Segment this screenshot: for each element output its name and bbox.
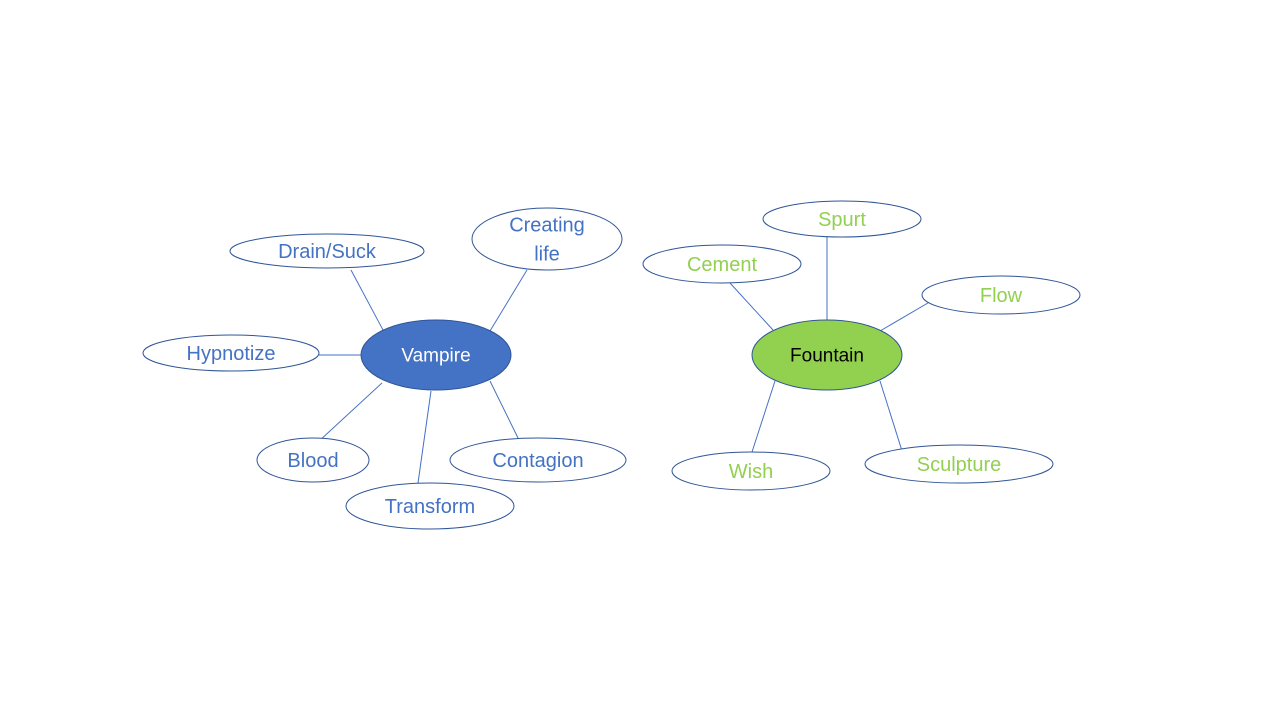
fountain-node-sculpture: Sculpture (864, 444, 1054, 484)
vampire-connector-blood (317, 382, 383, 443)
fountain-node-cement: Cement (642, 244, 802, 284)
node-label: Spurt (818, 209, 866, 231)
vampire-node-ellipse (449, 437, 627, 483)
node-label: Cement (687, 254, 757, 276)
fountain-node-wish: Wish (671, 451, 831, 491)
fountain-connector-flow (879, 299, 934, 332)
vampire-center-node: Vampire (360, 319, 512, 391)
fountain-connector-cement (729, 282, 774, 331)
vampire-node-hypnotize: Hypnotize (142, 334, 320, 372)
node-label: Blood (287, 450, 338, 472)
node-label: Drain/Suck (278, 241, 377, 263)
fountain-node-ellipse (864, 444, 1054, 484)
fountain-node-ellipse (671, 451, 831, 491)
vampire-node-ellipse (142, 334, 320, 372)
fountain-node-ellipse (921, 275, 1081, 315)
fountain-center-node: Fountain (751, 319, 903, 391)
node-label: Contagion (492, 450, 583, 472)
node-label: Flow (980, 285, 1023, 307)
fountain-connector-sculpture (879, 380, 904, 455)
node-label: Wish (729, 461, 773, 483)
fountain-node-ellipse (642, 244, 802, 284)
center-label: Vampire (401, 346, 470, 367)
vampire-connector-transform (417, 390, 432, 484)
node-label: Transform (385, 496, 475, 518)
vampire-node-contagion: Contagion (449, 437, 627, 483)
vampire-connector-drain-suck (350, 269, 384, 331)
fountain-node-flow: Flow (921, 275, 1081, 315)
node-label: Hypnotize (187, 343, 276, 365)
fountain-node-ellipse (762, 200, 922, 238)
vampire-node-ellipse (345, 482, 515, 530)
vampire-node-ellipse (471, 207, 623, 271)
node-label: Sculpture (917, 454, 1002, 476)
vampire-node-ellipse (229, 233, 425, 269)
center-ellipse (360, 319, 512, 391)
vampire-node-ellipse (256, 437, 370, 483)
vampire-connector-contagion (489, 380, 521, 443)
fountain-node-spurt: Spurt (762, 200, 922, 238)
center-label: Fountain (790, 346, 864, 367)
center-ellipse (751, 319, 903, 391)
vampire-node-transform: Transform (345, 482, 515, 530)
vampire-node-drain-suck: Drain/Suck (229, 233, 425, 269)
fountain-connector-wish (751, 380, 776, 453)
vampire-connector-creating-life (489, 269, 528, 332)
vampire-node-blood: Blood (256, 437, 370, 483)
